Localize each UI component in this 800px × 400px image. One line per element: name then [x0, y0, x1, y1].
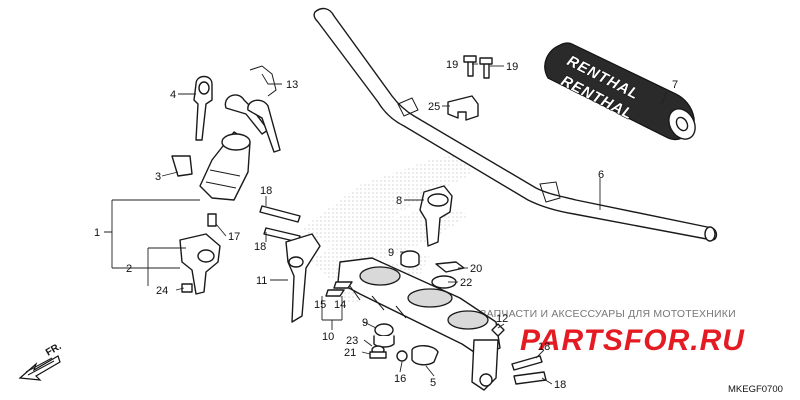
upper-holder — [447, 55, 493, 121]
callout-18-upper: 18 — [260, 185, 272, 197]
callout-9-upper: 9 — [388, 247, 394, 259]
callout-2: 2 — [126, 263, 132, 275]
ignition-bracket — [179, 233, 221, 295]
callout-17: 17 — [228, 231, 240, 243]
callout-18-lower: 18 — [254, 241, 266, 253]
callout-20: 20 — [470, 263, 482, 275]
callout-4: 4 — [170, 89, 176, 101]
callout-14: 14 — [334, 299, 346, 311]
callouts: 13 4 3 1 2 24 17 18 18 11 6 7 8 9 20 22 … — [94, 59, 678, 391]
callout-24: 24 — [156, 285, 168, 297]
callout-19-left: 19 — [446, 59, 458, 71]
callout-9-lower: 9 — [362, 317, 368, 329]
lower-holder — [400, 185, 453, 268]
front-direction-indicator: FR. — [18, 341, 64, 381]
callout-5: 5 — [430, 377, 436, 389]
callout-22: 22 — [460, 277, 472, 289]
watermark-logo: PARTSFOR.RU — [520, 324, 745, 357]
direction-label: FR. — [44, 341, 64, 359]
callout-21: 21 — [344, 347, 356, 359]
callout-15: 15 — [314, 299, 326, 311]
callout-11: 11 — [256, 275, 267, 287]
callout-25: 25 — [428, 101, 440, 113]
callout-3: 3 — [155, 171, 161, 183]
left-bolts-and-guide — [259, 205, 321, 323]
callout-6: 6 — [598, 169, 604, 181]
callout-16: 16 — [394, 373, 406, 385]
ignition-switch — [171, 65, 281, 227]
callout-8: 8 — [396, 195, 402, 207]
callout-18-right-lower: 18 — [554, 379, 566, 391]
callout-18-right-upper: 18 — [538, 341, 550, 353]
small-parts — [325, 281, 547, 385]
dampers — [431, 261, 465, 289]
callout-12: 12 — [496, 313, 508, 325]
callout-23: 23 — [346, 335, 358, 347]
leader-lines — [104, 63, 667, 385]
top-bridge — [337, 257, 501, 391]
callout-7: 7 — [672, 79, 678, 91]
watermark: ЗАПЧАСТИ И АКСЕССУАРЫ ДЛЯ МОТОТЕХНИКИ PA… — [480, 308, 745, 357]
handlebar — [313, 7, 718, 242]
diagram-code: MKEGF0700 — [728, 384, 783, 395]
handlebar-pad: RENTHAL RENTHAL — [544, 42, 696, 141]
callout-1: 1 — [94, 227, 100, 239]
callout-19-right: 19 — [506, 61, 518, 73]
watermark-tagline: ЗАПЧАСТИ И АКСЕССУАРЫ ДЛЯ МОТОТЕХНИКИ — [480, 308, 736, 320]
callout-13: 13 — [286, 79, 298, 91]
callout-10: 10 — [322, 331, 334, 343]
